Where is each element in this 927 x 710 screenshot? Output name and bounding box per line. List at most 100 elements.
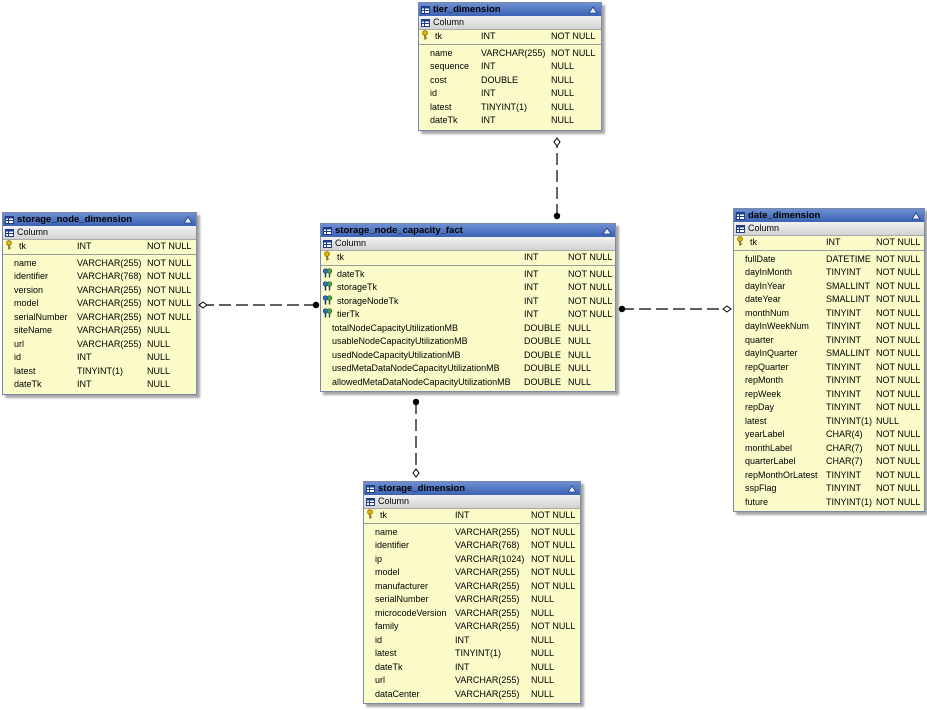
column-nullability: NOT NULL — [147, 311, 192, 322]
column-type: VARCHAR(255) — [77, 338, 142, 349]
column-type: DOUBLE — [524, 349, 562, 360]
collapse-icon[interactable] — [183, 215, 193, 224]
relationship-date-dimension[interactable] — [618, 305, 732, 313]
table-icon — [736, 224, 745, 233]
column-name: dayInYear — [745, 280, 786, 291]
column-type: DOUBLE — [524, 376, 562, 387]
column-name: identifier — [375, 540, 410, 550]
column-row[interactable]: allowedMetaDataNodeCapacityUtilizationMB… — [321, 376, 615, 390]
column-name: manufacturer — [375, 580, 429, 591]
collapse-icon[interactable] — [602, 226, 612, 235]
column-type: SMALLINT — [826, 294, 871, 304]
relationship-storage-node-dimension[interactable] — [198, 301, 320, 309]
column-type: VARCHAR(255) — [77, 257, 142, 268]
column-nullability: NOT NULL — [876, 456, 921, 466]
column-name: fullDate — [745, 253, 776, 264]
table-icon — [421, 18, 430, 27]
column-nullability: NULL — [531, 607, 555, 618]
table-title-bar[interactable]: tier_dimension — [419, 3, 601, 16]
collapse-icon[interactable] — [567, 484, 577, 493]
table-title-bar[interactable]: storage_node_dimension — [3, 213, 196, 226]
column-name: id — [430, 88, 438, 98]
column-type: VARCHAR(255) — [77, 298, 142, 308]
column-nullability: NOT NULL — [147, 271, 192, 281]
table-title-bar[interactable]: date_dimension — [734, 209, 924, 222]
relationship-tier-dimension[interactable] — [553, 137, 561, 220]
column-nullability: NULL — [551, 115, 575, 125]
relationship-storage-dimension[interactable] — [412, 398, 420, 478]
collapse-icon[interactable] — [911, 211, 921, 220]
table-title-bar[interactable]: storage_node_capacity_fact — [321, 224, 615, 237]
table-title-bar[interactable]: storage_dimension — [364, 482, 580, 495]
collapse-icon[interactable] — [588, 5, 598, 14]
